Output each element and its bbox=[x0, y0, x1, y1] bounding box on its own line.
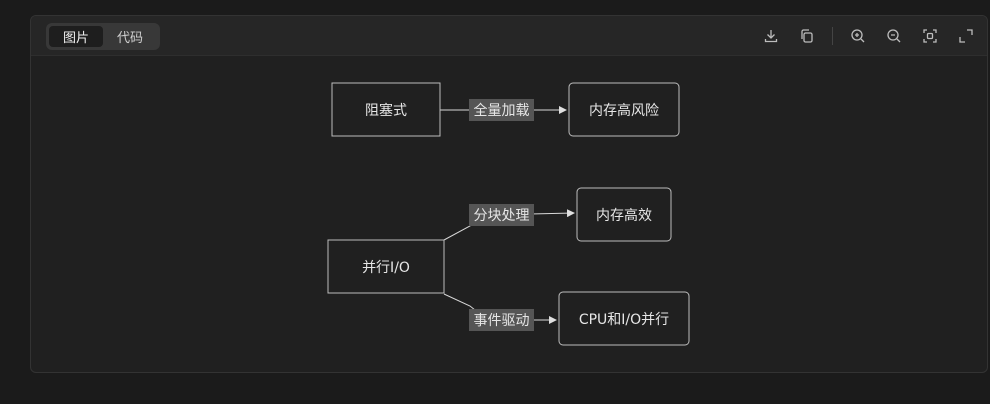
node-cpu-io-parallel: CPU和I/O并行 bbox=[558, 291, 690, 346]
node-memory-efficient-label: 内存高效 bbox=[596, 207, 652, 224]
tab-image[interactable]: 图片 bbox=[49, 26, 104, 47]
fit-screen-icon bbox=[923, 29, 937, 43]
node-memory-risk-label: 内存高风险 bbox=[589, 102, 659, 119]
fullscreen-icon bbox=[959, 29, 973, 43]
fullscreen-button[interactable] bbox=[955, 25, 977, 47]
node-parallel-io-label: 并行I/O bbox=[362, 260, 410, 276]
edge-label-full-load: 全量加载 bbox=[469, 99, 534, 121]
node-cpu-io-parallel-label: CPU和I/O并行 bbox=[579, 312, 669, 328]
zoom-in-icon bbox=[851, 29, 865, 43]
node-memory-efficient: 内存高效 bbox=[576, 187, 672, 242]
copy-button[interactable] bbox=[796, 25, 818, 47]
zoom-in-button[interactable] bbox=[847, 25, 869, 47]
download-button[interactable] bbox=[760, 25, 782, 47]
edge-label-chunked: 分块处理 bbox=[469, 204, 534, 226]
node-parallel-io: 并行I/O bbox=[327, 239, 445, 294]
toolbar: 图片 代码 bbox=[31, 16, 987, 56]
tab-code[interactable]: 代码 bbox=[117, 31, 144, 46]
fit-screen-button[interactable] bbox=[919, 25, 941, 47]
node-blocking-label: 阻塞式 bbox=[365, 102, 407, 119]
edge-label-chunked-text: 分块处理 bbox=[474, 208, 530, 224]
toolbar-divider bbox=[832, 27, 833, 45]
view-tabs: 图片 代码 bbox=[46, 23, 161, 50]
zoom-out-icon bbox=[887, 29, 901, 43]
node-blocking: 阻塞式 bbox=[331, 82, 441, 137]
download-icon bbox=[764, 30, 778, 43]
copy-icon bbox=[801, 29, 813, 43]
edge-label-event-driven-text: 事件驱动 bbox=[474, 313, 530, 329]
node-memory-risk: 内存高风险 bbox=[568, 82, 680, 137]
edge-label-event-driven: 事件驱动 bbox=[469, 309, 534, 331]
edge-label-full-load-text: 全量加载 bbox=[474, 102, 530, 119]
zoom-out-button[interactable] bbox=[883, 25, 905, 47]
toolbar-actions bbox=[746, 25, 977, 47]
